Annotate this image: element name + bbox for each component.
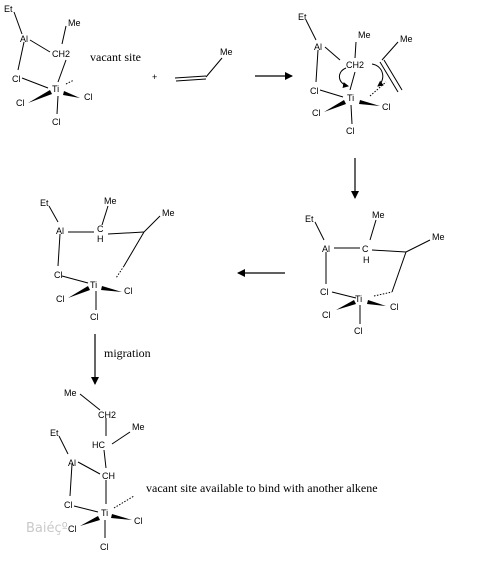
label-h: H xyxy=(97,234,104,244)
label-ti: Ti xyxy=(90,280,97,290)
label-ch2: CH2 xyxy=(98,410,116,420)
label-al: Al xyxy=(56,226,64,236)
label-cl: Cl xyxy=(134,516,143,526)
label-al: Al xyxy=(322,244,330,254)
label-me: Me xyxy=(358,30,371,40)
label-c: C xyxy=(97,224,104,234)
label-ti: Ti xyxy=(355,294,362,304)
label-cl: Cl xyxy=(312,108,321,118)
label-cl: Cl xyxy=(16,98,25,108)
label-cl: Cl xyxy=(382,102,391,112)
label-cl: Cl xyxy=(390,302,399,312)
label-cl: Cl xyxy=(90,312,99,322)
plus-sign: + xyxy=(152,72,157,82)
label-h: H xyxy=(363,255,370,265)
label-me: Me xyxy=(162,208,175,218)
watermark-text: Baiéçº xyxy=(26,521,68,536)
label-c: C xyxy=(362,244,369,254)
label-cl: Cl xyxy=(12,74,21,84)
label-al: Al xyxy=(68,458,76,468)
label-me: Me xyxy=(372,210,385,220)
label-me: Me xyxy=(104,196,117,206)
label-et: Et xyxy=(298,12,307,22)
label-ch: CH xyxy=(102,471,115,481)
label-me: Me xyxy=(220,47,233,57)
label-ch2: CH2 xyxy=(346,60,364,70)
propene: + Me xyxy=(152,47,233,82)
structure-5: Me CH2 HC Me Et Al CH Cl Ti Cl Cl Cl vac… xyxy=(50,388,378,552)
label-cl: Cl xyxy=(68,524,77,534)
label-me: Me xyxy=(68,18,81,28)
label-cl: Cl xyxy=(346,126,355,136)
structure-2: Et Al Me Me CH2 Cl Ti Cl Cl Cl xyxy=(298,12,413,136)
label-me: Me xyxy=(64,388,77,398)
label-al: Al xyxy=(314,42,322,52)
label-et: Et xyxy=(50,428,59,438)
caption-migration: migration xyxy=(104,346,151,360)
caption-vacant-available: vacant site available to bind with anoth… xyxy=(146,481,378,495)
label-cl: Cl xyxy=(322,310,331,320)
structure-1: Et Al Me CH2 Cl Ti Cl Cl Cl vacant site xyxy=(4,4,141,127)
label-cl: Cl xyxy=(56,294,65,304)
label-ti: Ti xyxy=(101,508,108,518)
label-cl: Cl xyxy=(310,86,319,96)
label-al: Al xyxy=(20,34,28,44)
label-cl: Cl xyxy=(354,326,363,336)
label-cl: Cl xyxy=(52,117,61,127)
caption-vacant-site: vacant site xyxy=(90,50,141,64)
label-me: Me xyxy=(400,34,413,44)
label-cl: Cl xyxy=(100,542,109,552)
label-me: Me xyxy=(432,232,445,242)
label-cl: Cl xyxy=(124,286,133,296)
label-ti: Ti xyxy=(347,93,354,103)
label-hc: HC xyxy=(92,440,105,450)
structure-3: Et Al Me Me C H Cl Ti Cl Cl Cl xyxy=(305,210,445,336)
structure-4: Et Al Me Me C H Cl Ti Cl Cl Cl xyxy=(40,196,175,322)
label-et: Et xyxy=(305,214,314,224)
label-et: Et xyxy=(40,198,49,208)
label-ch2: CH2 xyxy=(52,49,70,59)
label-cl: Cl xyxy=(54,270,63,280)
label-cl: Cl xyxy=(64,500,73,510)
label-ti: Ti xyxy=(52,84,59,94)
label-et: Et xyxy=(4,4,13,14)
label-cl: Cl xyxy=(320,287,329,297)
label-cl: Cl xyxy=(84,92,93,102)
label-me: Me xyxy=(132,422,145,432)
